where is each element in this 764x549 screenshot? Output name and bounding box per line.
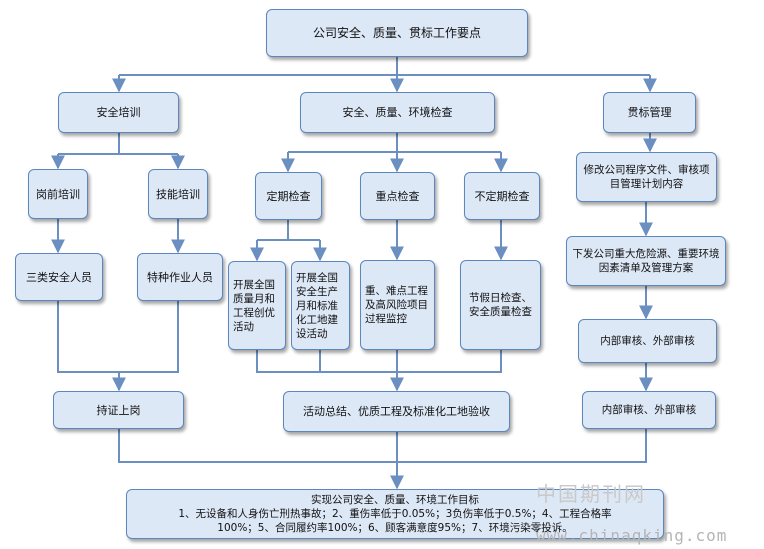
safety-training-node: 安全培训	[58, 92, 179, 133]
certificate-label: 持证上岗	[96, 403, 141, 417]
root-label: 公司安全、质量、贯标工作要点	[312, 25, 481, 40]
safety-training-label: 安全培训	[96, 106, 141, 119]
standard-step3-label: 内部审核、外部审核	[600, 335, 695, 347]
connector-line	[118, 429, 647, 463]
skill-target-label: 特种作业人员	[147, 270, 213, 284]
watermark-cn: 中国期刊网	[536, 482, 646, 506]
standard-step4-label: 内部审核、外部审核	[601, 404, 697, 416]
key-detail-node: 重、难点工程及高风险项目过程监控	[360, 260, 435, 350]
pre-job-training-node: 岗前培训	[28, 169, 88, 219]
goal-node: 实现公司安全、质量、环境工作目标 1、无设备和人身伤亡刑热事故；2、重伤率低于0…	[126, 489, 664, 539]
irregular-inspection-label: 不定期检查	[474, 189, 530, 203]
skill-training-node: 技能培训	[148, 169, 208, 219]
regular-inspection-node: 定期检查	[255, 172, 322, 220]
summary-node: 活动总结、优质工程及标准化工地验收	[283, 391, 510, 432]
key-inspection-label: 重点检查	[375, 189, 420, 203]
standard-step4-node: 内部审核、外部审核	[582, 391, 716, 429]
connector-line	[57, 301, 179, 373]
skill-target-node: 特种作业人员	[137, 253, 223, 301]
goal-line2: 100%；5、合同履约率100%；6、顾客满意度95%；7、环境污染零投诉。	[217, 522, 573, 534]
standard-step2-label: 下发公司重大危险源、重要环境因素清单及管理方案	[572, 248, 720, 274]
inspection-label: 安全、质量、环境检查	[342, 106, 453, 119]
inspection-node: 安全、质量、环境检查	[300, 92, 495, 133]
standard-management-node: 贯标管理	[603, 92, 696, 133]
regular-activity-b-label: 开展全国安全生产月和标准化工地建设活动	[296, 271, 338, 340]
regular-activity-a-label: 开展全国质量月和工程创优活动	[233, 278, 275, 333]
skill-training-label: 技能培训	[156, 187, 200, 201]
certificate-node: 持证上岗	[53, 391, 184, 429]
key-inspection-node: 重点检查	[360, 172, 435, 220]
goal-line1: 1、无设备和人身伤亡刑热事故；2、重伤率低于0.05%；3负伤率低于0.5%；4…	[178, 508, 612, 520]
standard-step1-label: 修改公司程序文件、审核项目管理计划内容	[583, 164, 710, 190]
standard-management-label: 贯标管理	[627, 106, 672, 119]
irregular-detail-label: 节假日检查、安全质量检查	[469, 292, 532, 318]
standard-step3-node: 内部审核、外部审核	[578, 319, 717, 363]
pre-job-training-label: 岗前培训	[36, 187, 80, 201]
root-node: 公司安全、质量、贯标工作要点	[266, 9, 528, 57]
irregular-detail-node: 节假日检查、安全质量检查	[460, 260, 541, 350]
connector-line	[256, 350, 502, 373]
watermark-url: www.chinaqking.com	[536, 526, 728, 545]
goal-title: 实现公司安全、质量、环境工作目标	[311, 494, 479, 506]
standard-step2-node: 下发公司重大危险源、重要环境因素清单及管理方案	[566, 236, 726, 286]
regular-activity-a-node: 开展全国质量月和工程创优活动	[228, 261, 286, 350]
key-detail-label: 重、难点工程及高风险项目过程监控	[365, 285, 428, 325]
pre-job-target-node: 三类安全人员	[15, 253, 103, 301]
standard-step1-node: 修改公司程序文件、审核项目管理计划内容	[576, 152, 717, 202]
summary-label: 活动总结、优质工程及标准化工地验收	[303, 405, 490, 418]
regular-inspection-label: 定期检查	[266, 189, 311, 203]
irregular-inspection-node: 不定期检查	[464, 172, 540, 220]
regular-activity-b-node: 开展全国安全生产月和标准化工地建设活动	[291, 261, 350, 350]
pre-job-target-label: 三类安全人员	[26, 270, 92, 284]
